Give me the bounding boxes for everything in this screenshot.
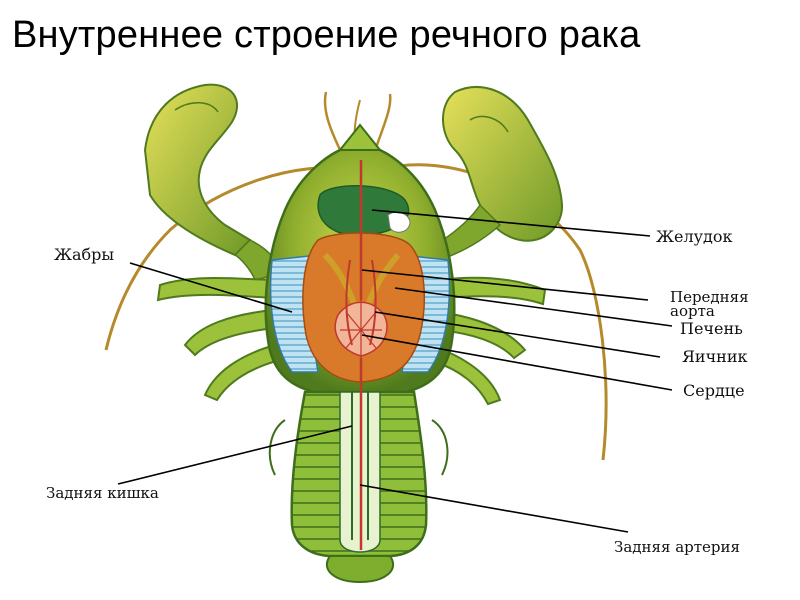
leader-liver	[394, 287, 673, 327]
left-claw	[143, 83, 277, 281]
leader-gills	[129, 262, 293, 313]
label-heart: Сердце	[683, 381, 745, 400]
slide-title: Внутреннее строение речного рака	[12, 14, 641, 56]
walking-legs	[156, 276, 547, 406]
leader-lines	[117, 209, 673, 533]
callout-labels: Желудок Жабры Передняя аорта Печень Яичн…	[46, 227, 749, 556]
label-liver: Печень	[680, 319, 743, 338]
stomach-organ	[317, 185, 411, 237]
right-claw	[438, 86, 564, 257]
leader-anterior-aorta	[361, 269, 649, 301]
leader-hindgut	[117, 425, 353, 485]
label-anterior-aorta-line2: аорта	[670, 302, 715, 320]
leader-stomach	[371, 209, 651, 237]
label-stomach: Желудок	[656, 227, 733, 246]
label-anterior-aorta-line1: Передняя	[670, 288, 749, 306]
leader-heart	[361, 334, 673, 391]
label-posterior-artery: Задняя артерия	[614, 538, 740, 556]
label-ovary: Яичник	[682, 347, 748, 366]
label-gills: Жабры	[54, 245, 114, 264]
leader-ovary	[374, 311, 661, 358]
label-hindgut: Задняя кишка	[46, 484, 159, 502]
leader-posterior-artery	[359, 484, 629, 533]
